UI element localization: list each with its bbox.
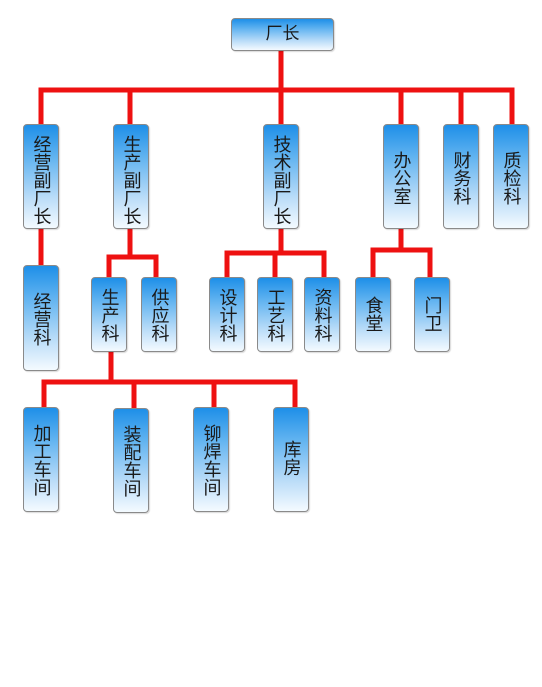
node-label: 加工车间 [30,424,52,496]
node-label: 铆焊车间 [200,424,222,496]
node-quality-dept: 质检科 [493,124,529,229]
node-label: 库房 [280,440,302,476]
node-label: 生产科 [98,288,120,342]
node-process-dept: 工艺科 [257,277,293,352]
node-deputy-technical: 技术副厂长 [263,124,299,229]
node-finance-dept: 财务科 [443,124,479,229]
node-supply-dept: 供应科 [141,277,177,352]
node-label: 设计科 [216,288,238,342]
node-gatekeeper: 门卫 [414,277,450,352]
node-label: 装配车间 [120,425,142,497]
node-label: 厂长 [265,24,300,44]
node-production-dept: 生产科 [91,277,127,352]
node-label: 食堂 [362,296,384,332]
node-label: 办公室 [390,151,412,205]
node-label: 工艺科 [264,288,286,342]
node-machining-workshop: 加工车间 [23,407,59,512]
node-label: 经营科 [30,292,52,346]
node-label: 供应科 [148,288,170,342]
node-label: 资料科 [311,288,333,342]
node-design-dept: 设计科 [209,277,245,352]
node-riveting-welding-workshop: 铆焊车间 [193,407,229,512]
node-assembly-workshop: 装配车间 [113,408,149,513]
node-label: 技术副厂长 [270,135,292,225]
node-office: 办公室 [383,124,419,229]
node-business-dept: 经营科 [23,265,59,371]
node-label: 财务科 [450,151,472,205]
node-label: 门卫 [421,296,443,332]
node-deputy-business: 经营副厂长 [23,124,59,229]
node-warehouse: 库房 [273,407,309,512]
node-deputy-production: 生产副厂长 [113,124,149,229]
node-label: 经营副厂长 [30,135,52,225]
node-label: 生产副厂长 [120,135,142,225]
node-canteen: 食堂 [355,277,391,352]
node-factory-director: 厂长 [231,18,334,51]
node-label: 质检科 [500,151,522,205]
node-archive-dept: 资料科 [304,277,340,352]
